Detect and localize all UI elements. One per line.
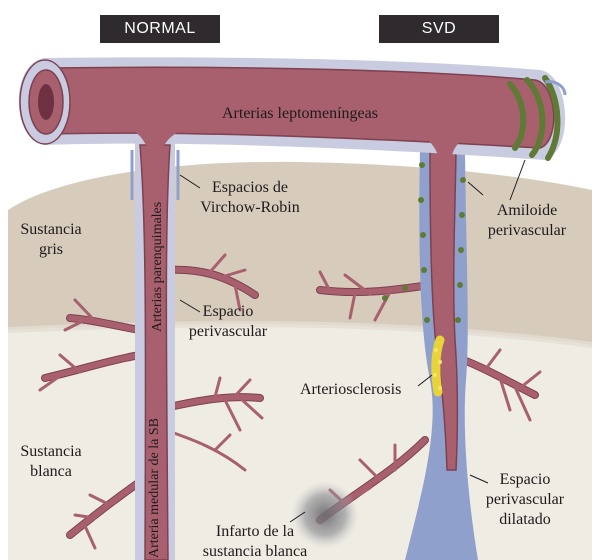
label-amiloide-perivascular: Amiloide perivascular [472, 201, 582, 241]
label-line: Espacio [178, 302, 278, 322]
label-line: Amiloide [472, 201, 582, 221]
header-svd: SVD [379, 15, 499, 43]
label-line: Infarto de la [185, 522, 325, 542]
label-line: perivascular [472, 221, 582, 241]
label-sustancia-blanca: Sustancia blanca [12, 442, 90, 482]
label-espacio-perivascular-dilatado: Espacio perivascular dilatado [470, 470, 580, 530]
label-arteria-medular: Arteria medular de la SB [147, 418, 163, 558]
label-line: perivascular [470, 490, 580, 510]
label-line: Sustancia [12, 220, 90, 240]
label-line: Sustancia [12, 442, 90, 462]
label-line: Espacio [470, 470, 580, 490]
label-line: perivascular [178, 322, 278, 342]
label-arterias-parenquimales: Arterias parenquimales [150, 202, 166, 332]
header-normal: NORMAL [100, 15, 220, 43]
label-line: blanca [12, 462, 90, 482]
label-line: Virchow-Robin [185, 198, 315, 218]
label-espacios-virchow-robin: Espacios de Virchow-Robin [185, 178, 315, 218]
label-sustancia-gris: Sustancia gris [12, 220, 90, 260]
label-line: Espacios de [185, 178, 315, 198]
label-line: dilatado [470, 510, 580, 530]
label-arteriosclerosis: Arteriosclerosis [300, 380, 401, 400]
label-arterias-leptomeningeas: Arterias leptomeníngeas [222, 104, 378, 124]
label-line: sustancia blanca [185, 542, 325, 560]
label-infarto-sustancia-blanca: Infarto de la sustancia blanca [185, 522, 325, 560]
label-espacio-perivascular: Espacio perivascular [178, 302, 278, 342]
label-line: gris [12, 240, 90, 260]
